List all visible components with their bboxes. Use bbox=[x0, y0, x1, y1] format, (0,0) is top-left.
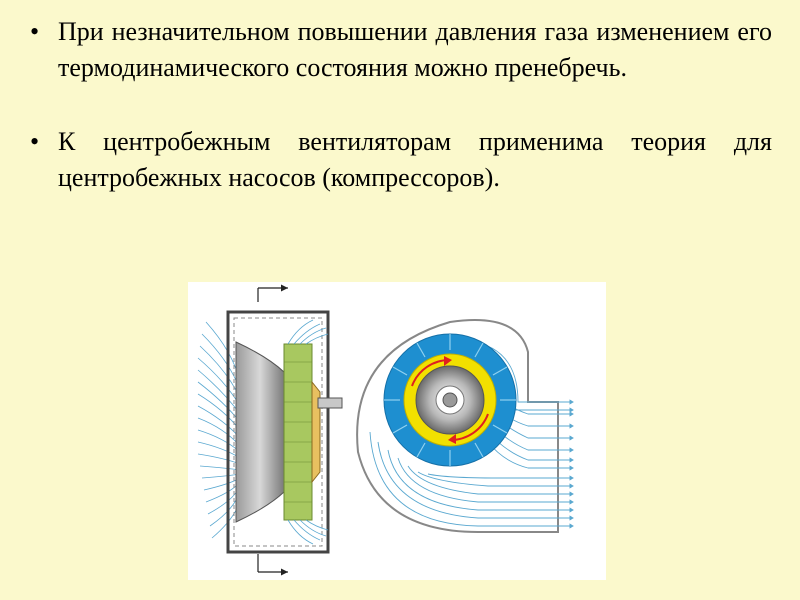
bullet-text: К центробежным вентиляторам применима те… bbox=[58, 127, 772, 192]
fan-diagram-svg bbox=[197, 284, 574, 576]
bullet-item: • При незначительном повышении давления … bbox=[30, 14, 772, 86]
bullet-item: • К центробежным вентиляторам применима … bbox=[30, 124, 772, 196]
bullet-text: При незначительном повышении давления га… bbox=[58, 17, 772, 82]
bullet-marker: • bbox=[30, 17, 40, 46]
axial-section-icon bbox=[197, 284, 343, 576]
bullet-marker: • bbox=[30, 127, 40, 156]
fan-diagram bbox=[188, 282, 606, 580]
volute-casing-icon bbox=[356, 319, 574, 533]
bullet-list: • При незначительном повышении давления … bbox=[30, 14, 772, 234]
rotation-arrow-icon bbox=[411, 356, 489, 444]
